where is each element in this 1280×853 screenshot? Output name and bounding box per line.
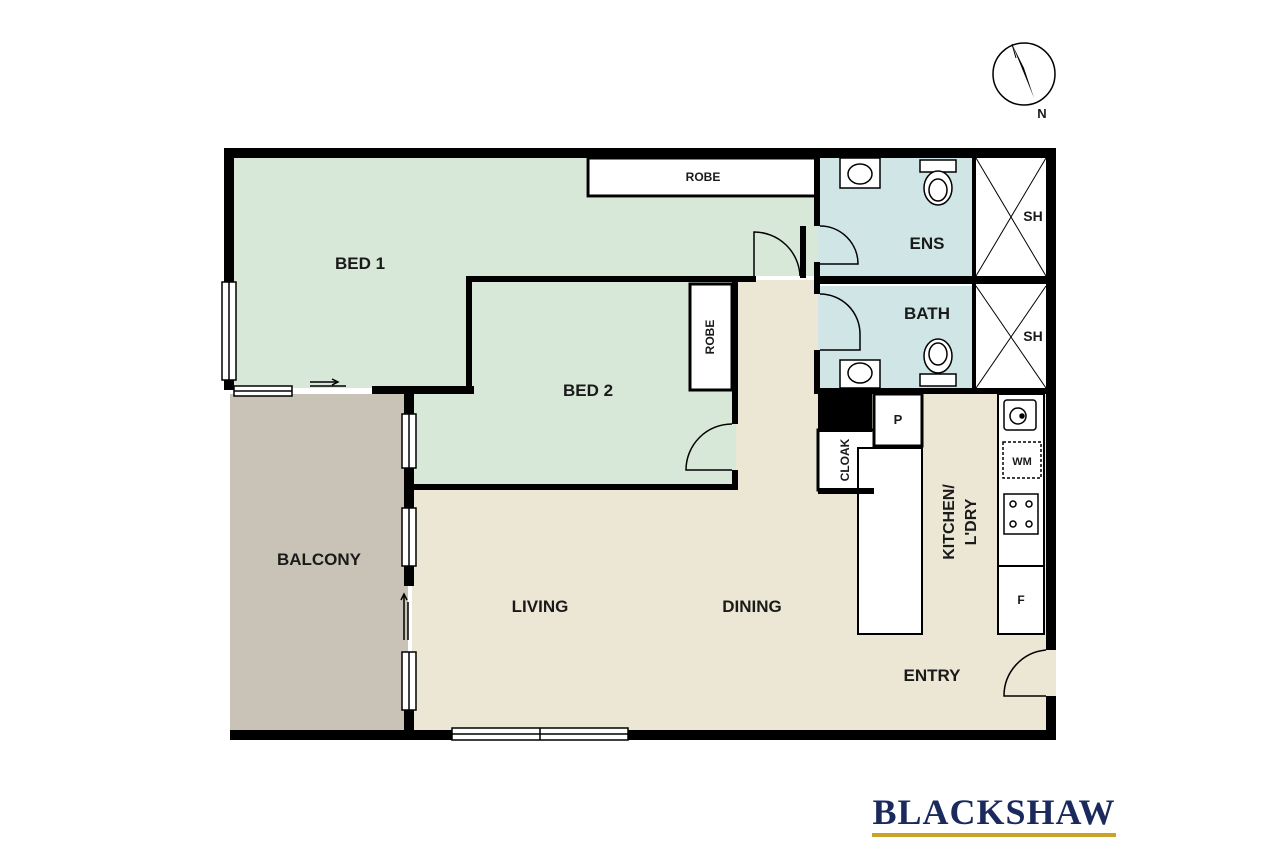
ens-basin-icon <box>847 163 873 185</box>
compass-needle-icon <box>1012 44 1034 98</box>
wall-balcony-3 <box>404 566 414 586</box>
wall-bed2-bottom <box>412 484 738 490</box>
bath-basin-icon <box>847 362 873 384</box>
wall-balcony-1 <box>404 394 414 414</box>
wall-balcony-4 <box>404 710 414 740</box>
wall-bed2-right-2 <box>732 470 738 490</box>
cloak-pillar <box>818 392 872 432</box>
bath-toilet-cistern <box>919 373 957 387</box>
label-shower-ens: SH <box>1023 208 1042 224</box>
door-bath <box>819 293 861 351</box>
label-fridge: F <box>1017 593 1024 607</box>
compass-north-label: N <box>1037 106 1046 121</box>
windows <box>221 281 629 741</box>
wall-bath-bottom <box>814 388 1048 394</box>
wall-wet-left-1 <box>814 156 820 226</box>
washing-machine-icon <box>1002 441 1042 479</box>
wall-bed1-bed2-v <box>466 276 472 394</box>
label-kitchen-line1: KITCHEN/ <box>941 484 958 560</box>
wall-shower-ens <box>972 156 976 280</box>
brand-logo: BLACKSHAW <box>872 792 1116 837</box>
label-entry: ENTRY <box>904 666 962 685</box>
cooktop-icon <box>1003 493 1039 535</box>
brand-underline <box>872 833 1116 837</box>
wall-left-upper <box>224 148 234 282</box>
label-balcony: BALCONY <box>277 550 362 569</box>
kitchen-island <box>857 447 923 635</box>
label-living: LIVING <box>512 597 569 616</box>
compass-ring-icon <box>992 42 1056 106</box>
wall-left-lower <box>224 380 234 390</box>
label-bed2: BED 2 <box>563 381 613 400</box>
label-robe-side: ROBE <box>703 320 717 355</box>
label-cloak: CLOAK <box>838 438 852 481</box>
wall-bed1-hall <box>800 226 806 278</box>
label-bed1: BED 1 <box>335 254 385 273</box>
fixtures <box>839 157 1042 535</box>
door-bed1 <box>753 231 801 277</box>
wall-right-low <box>1046 696 1056 740</box>
sliding-door-arrows <box>310 378 409 640</box>
room-labels: BED 1 BED 2 ROBE ROBE ENS BATH SH SH BAL… <box>277 170 1043 685</box>
door-ens <box>819 225 859 265</box>
shower-ens-floor <box>976 156 1048 278</box>
label-shower-bath: SH <box>1023 328 1042 344</box>
wall-ens-bath <box>814 276 1048 284</box>
label-ens: ENS <box>910 234 945 253</box>
wall-bottom-right <box>628 730 1056 740</box>
walls <box>224 148 1056 740</box>
door-entry <box>1003 649 1047 697</box>
wall-cloak-bottom <box>818 488 874 494</box>
wall-bottom-left <box>230 730 452 740</box>
balcony-floor <box>230 394 408 732</box>
bed2-floor <box>412 280 736 484</box>
wall-balcony-2 <box>404 468 414 508</box>
label-pantry: P <box>894 412 903 427</box>
wall-top <box>224 148 1056 158</box>
brand-name: BLACKSHAW <box>872 792 1116 832</box>
robe-side-box <box>688 282 734 392</box>
label-robe-top: ROBE <box>686 170 721 184</box>
wall-right <box>1046 148 1056 650</box>
shower-crosses <box>975 157 1047 389</box>
wall-bed2-right-1 <box>732 280 738 424</box>
pantry-box <box>872 392 924 448</box>
label-dining: DINING <box>722 597 782 616</box>
door-bed2 <box>685 423 733 471</box>
wall-bed1-bottom <box>372 386 474 394</box>
wall-shower-bath <box>972 284 976 390</box>
compass: N <box>992 42 1056 121</box>
doors <box>685 225 1047 697</box>
bed1-floor <box>230 156 818 388</box>
wall-bed1-bed2-h <box>466 276 756 282</box>
ens-toilet-cistern <box>919 159 957 173</box>
wall-wet-left-3 <box>814 350 820 394</box>
label-bath: BATH <box>904 304 950 323</box>
label-kitchen-line2: L'DRY <box>963 498 980 545</box>
label-washing-machine: WM <box>1012 456 1032 468</box>
